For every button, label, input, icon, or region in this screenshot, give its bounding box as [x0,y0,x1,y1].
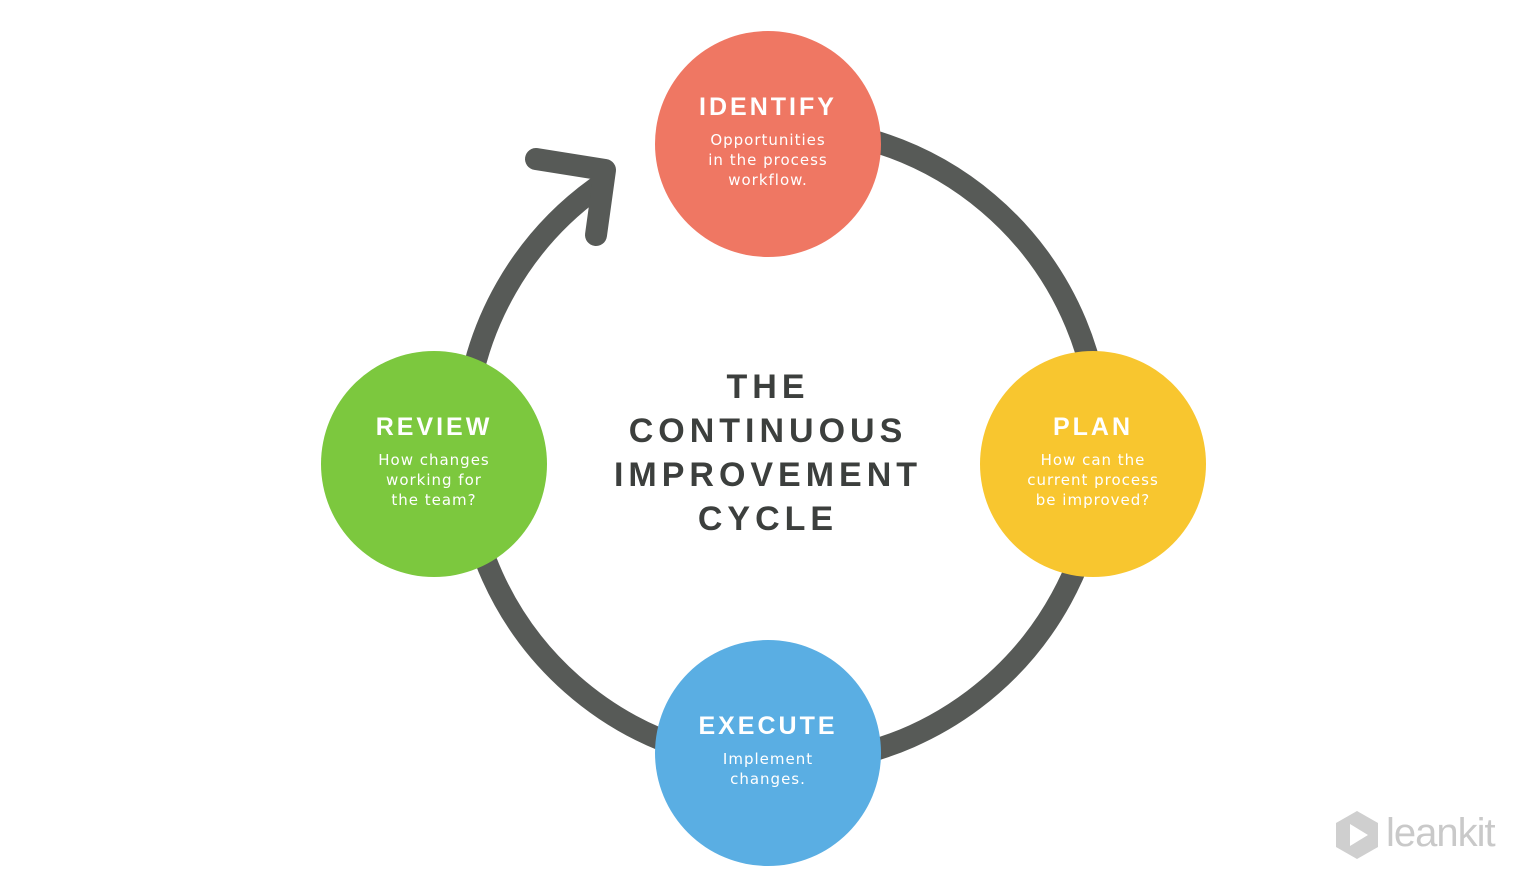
step-plan-description: How can the current process be improved? [1027,451,1159,509]
cycle-arrow-head [525,148,616,246]
leankit-logo-icon [1336,811,1378,859]
step-plan: PLAN How can the current process be impr… [980,351,1206,577]
step-identify-title: IDENTIFY [699,93,837,121]
step-plan-title: PLAN [1052,413,1134,441]
step-review-description: How changes working for the team? [378,451,490,509]
step-execute-title: EXECUTE [698,712,838,740]
step-review: REVIEW How changes working for the team? [321,351,547,577]
brand-logo: leankit [1334,805,1514,865]
step-review-title: REVIEW [375,413,493,441]
step-identify: IDENTIFY Opportunities in the process wo… [655,31,881,257]
step-execute-description: Implement changes. [722,750,814,788]
step-execute: EXECUTE Implement changes. [655,640,881,866]
step-identify-description: Opportunities in the process workflow. [708,131,828,189]
brand-name: leankit [1386,810,1496,855]
diagram-title: THE CONTINUOUS IMPROVEMENT CYCLE [613,368,923,538]
